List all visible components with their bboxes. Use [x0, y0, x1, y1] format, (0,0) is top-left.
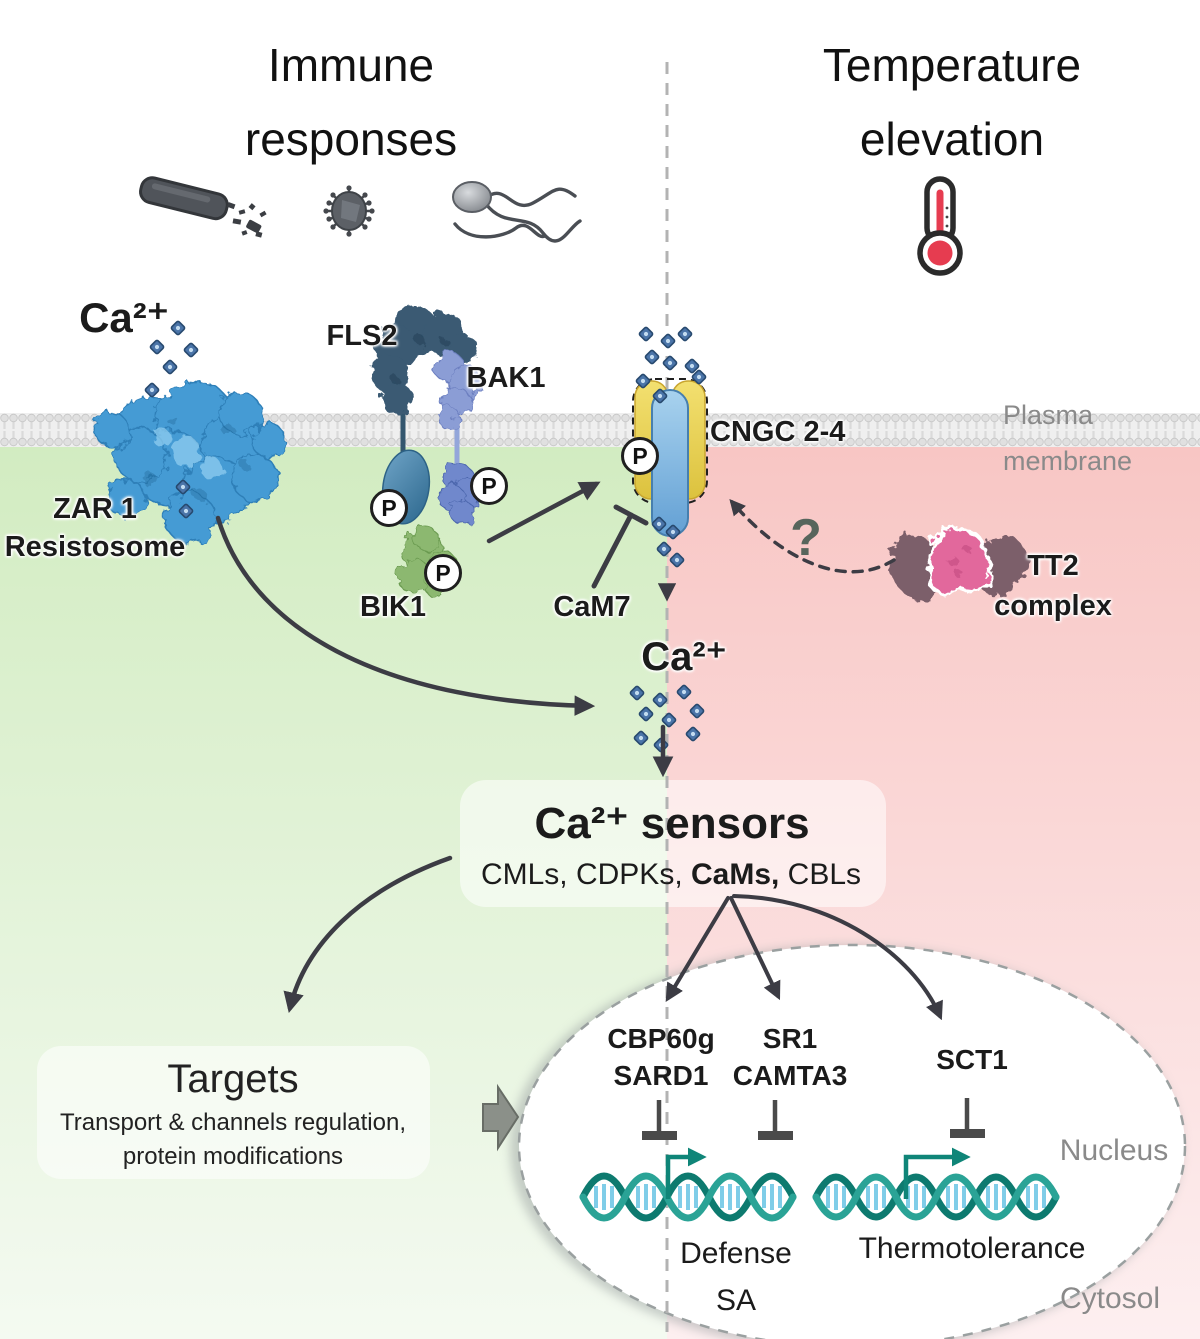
- cam7-inhibition-tbar: [591, 504, 649, 589]
- sensors-to-cbp60g-arrow: [665, 896, 730, 1002]
- fls2-ectodomain-blob: [371, 306, 478, 415]
- cytosol-label: Cytosol: [1059, 1282, 1161, 1315]
- tf-inhibition-tbars: [642, 1098, 985, 1140]
- tf-sr1-camta3-label: SR1 CAMTA3: [732, 1023, 848, 1091]
- temperature-elevation-title: Temperature elevation: [822, 39, 1082, 165]
- zar1-resistosome-label: ZAR 1 Resistosome: [4, 493, 186, 563]
- sensors-list-bold: CaMs,: [690, 858, 780, 891]
- fls2-label: FLS2: [326, 320, 398, 352]
- bak1-label: BAK1: [466, 362, 546, 394]
- virus-icon: [323, 185, 375, 237]
- phospho-badge-fls2: P: [370, 489, 408, 527]
- plasma-membrane-label: Plasma membrane: [1003, 400, 1133, 476]
- dna-thermotolerance: [812, 1147, 1060, 1221]
- sensors-to-sr1-arrow: [729, 896, 781, 1001]
- bik1-to-cngc-arrow: [486, 481, 601, 544]
- phospho-badge-bak1: P: [470, 467, 508, 505]
- nucleus-ellipse: [510, 943, 1187, 1339]
- cam7-label: CaM7: [553, 591, 631, 623]
- defense-sa-label: Defense SA: [680, 1237, 792, 1317]
- targets-subtitle: Transport & channels regulation, protein…: [60, 1109, 406, 1170]
- ca-sensors-list: CMLs, CDPKs, CaMs, CBLs: [481, 856, 861, 894]
- flagellated-bacterium-icon: [452, 181, 582, 243]
- sensors-list-suffix: CBLs: [779, 858, 862, 891]
- tt2-complex-label: TT2 complex: [994, 550, 1112, 622]
- tt2-complex-blob: [889, 526, 1027, 601]
- rod-fragments: [227, 202, 267, 238]
- tf-sct1-label: SCT1: [936, 1044, 1008, 1075]
- phospho-badge-bik1: P: [424, 554, 462, 592]
- ca-ion-label-cytosol: Ca²⁺: [641, 635, 727, 679]
- phospho-badge-cngc: P: [621, 437, 659, 475]
- tt2-to-cngc-dashed-arrow: [729, 498, 896, 574]
- dna-defense: [579, 1147, 797, 1222]
- nucleus-label: Nucleus: [1059, 1134, 1169, 1167]
- targets-box: [37, 1046, 430, 1179]
- transcription-start-arrow-thermotolerance: [903, 1147, 971, 1199]
- ca-ion-label-apoplast: Ca²⁺: [79, 294, 169, 341]
- question-mark: ?: [790, 509, 822, 567]
- bacterium-rod-icon: [139, 176, 267, 238]
- tf-cbp60g-sard1-label: CBP60g SARD1: [607, 1023, 715, 1091]
- zar1-resistosome-blob: [94, 380, 286, 544]
- sensors-list-prefix: CMLs, CDPKs,: [480, 858, 691, 891]
- transcription-start-arrow-defense: [665, 1147, 707, 1199]
- sensors-to-sct1-arrow: [732, 894, 943, 1021]
- bik1-label: BIK1: [359, 591, 427, 623]
- thermometer-icon: [917, 176, 963, 276]
- cngc-2-4-label: CNGC 2-4: [710, 416, 846, 448]
- ca-sensors-box: [460, 780, 886, 907]
- targets-title: Targets: [167, 1057, 299, 1101]
- immune-responses-title: Immune responses: [244, 39, 458, 165]
- bak1-ectodomain-blob: [433, 351, 481, 429]
- zar1-to-ca-arrow: [215, 515, 596, 717]
- sensors-to-targets-arrow: [283, 855, 453, 1014]
- targets-to-nucleus-block-arrow: [482, 1083, 520, 1152]
- thermotolerance-label: Thermotolerance: [858, 1232, 1086, 1265]
- ca-sensors-title: Ca²⁺ sensors: [534, 799, 810, 848]
